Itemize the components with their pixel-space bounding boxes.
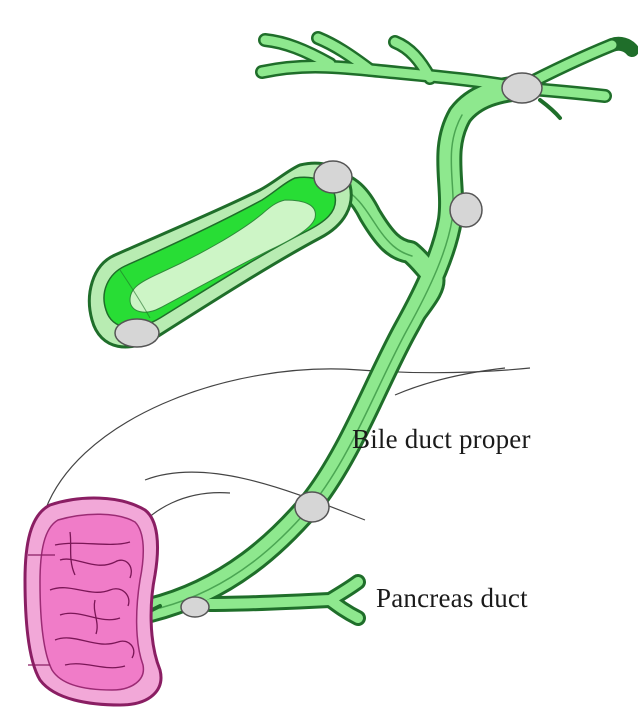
duodenum [25,498,161,705]
stone-cystic [314,161,352,193]
pancreas-duct-label: Pancreas duct [376,583,528,614]
stone-common-duct [295,492,329,522]
stone-hepatic-mid [450,193,482,227]
bile-duct-label: Bile duct proper [352,424,531,455]
gallstones [115,73,542,617]
stone-ampulla [181,597,209,617]
duct-system [148,38,632,618]
stone-hepatic-upper [502,73,542,103]
stone-gallbladder [115,319,159,347]
